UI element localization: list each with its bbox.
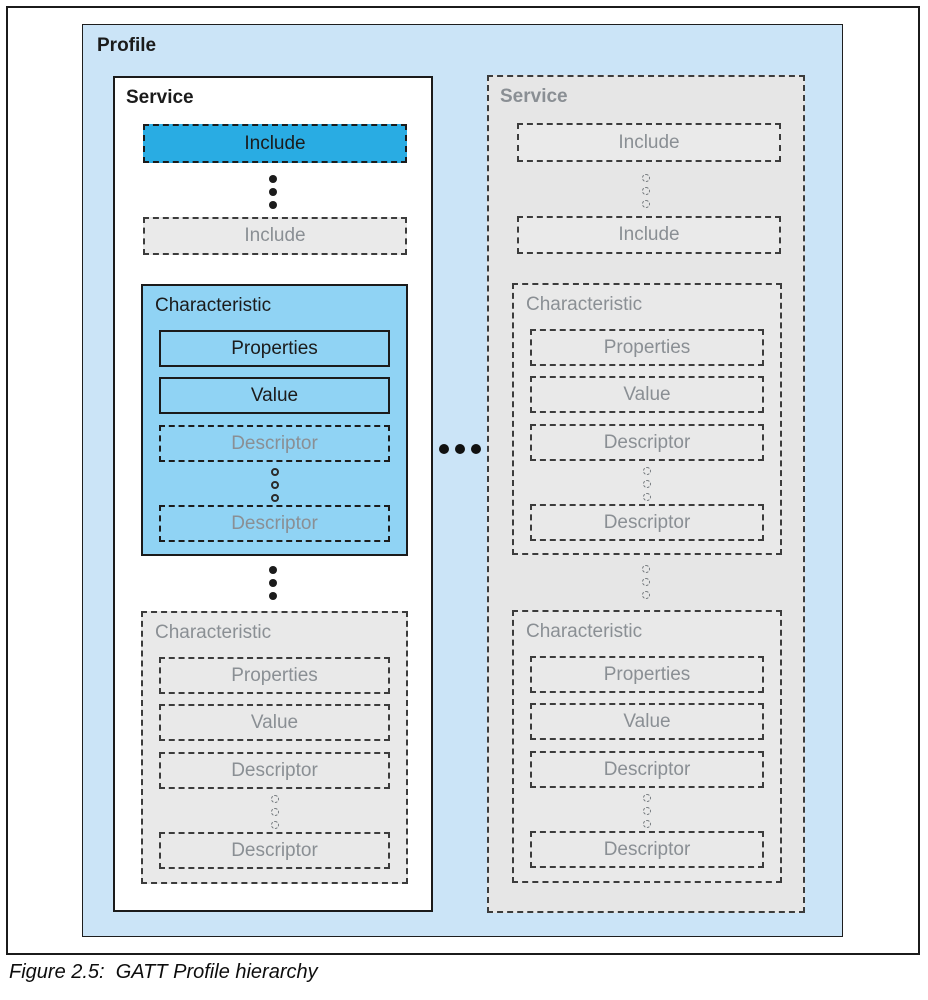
dot-icon — [269, 201, 277, 209]
circle-dot-icon — [643, 807, 651, 815]
include-box-inactive: Include — [517, 123, 781, 162]
circle-dot-icon — [643, 794, 651, 802]
value-box: Value — [159, 377, 390, 414]
characteristic-box-inactive: Characteristic Properties Value Descript… — [141, 611, 408, 884]
dot-icon — [269, 188, 277, 196]
circle-dot-icon — [643, 480, 651, 488]
circle-dot-icon — [642, 565, 650, 573]
dot-icon — [455, 444, 465, 454]
circle-dot-icon — [643, 493, 651, 501]
properties-box: Properties — [530, 656, 764, 693]
dot-icon — [269, 592, 277, 600]
circle-dot-icon — [643, 467, 651, 475]
ellipsis-horizontal-icon — [439, 444, 481, 454]
dot-icon — [471, 444, 481, 454]
profile-label: Profile — [97, 35, 157, 56]
descriptor-box: Descriptor — [530, 751, 764, 788]
ellipsis-vertical-icon — [115, 566, 431, 600]
circle-dot-icon — [642, 174, 650, 182]
circle-dot-icon — [642, 200, 650, 208]
circle-dot-icon — [270, 808, 279, 816]
circle-dot-icon — [642, 578, 650, 586]
properties-box: Properties — [530, 329, 764, 366]
circle-dot-icon — [643, 820, 651, 828]
dot-icon — [439, 444, 449, 454]
circle-dot-icon — [270, 494, 279, 502]
ellipsis-vertical-icon — [489, 565, 803, 599]
ellipsis-vertical-icon — [489, 174, 803, 208]
characteristic-label: Characteristic — [155, 622, 272, 643]
ellipsis-vertical-icon — [115, 175, 431, 209]
circle-dot-icon — [642, 187, 650, 195]
circle-dot-icon — [270, 821, 279, 829]
dot-icon — [269, 579, 277, 587]
characteristic-label: Characteristic — [526, 294, 643, 315]
service-box-primary: Service Include Include Characteristic P… — [113, 76, 433, 912]
characteristic-box-inactive: Characteristic Properties Value Descript… — [512, 610, 782, 883]
circle-dot-icon — [642, 591, 650, 599]
descriptor-box: Descriptor — [530, 831, 764, 868]
value-box: Value — [530, 376, 764, 413]
characteristic-label: Characteristic — [526, 621, 643, 642]
characteristic-box-active: Characteristic Properties Value Descript… — [141, 284, 408, 556]
service-label: Service — [126, 87, 194, 108]
characteristic-box-inactive: Characteristic Properties Value Descript… — [512, 283, 782, 555]
include-box-inactive: Include — [517, 216, 781, 254]
figure-caption: Figure 2.5: GATT Profile hierarchy — [9, 961, 318, 983]
service-label: Service — [500, 86, 568, 107]
descriptor-box: Descriptor — [530, 504, 764, 541]
descriptor-box: Descriptor — [159, 505, 390, 542]
characteristic-label: Characteristic — [155, 295, 272, 316]
ellipsis-vertical-icon — [143, 468, 406, 502]
properties-box: Properties — [159, 657, 390, 694]
include-box-inactive: Include — [143, 217, 407, 255]
circle-dot-icon — [270, 468, 279, 476]
value-box: Value — [530, 703, 764, 740]
value-box: Value — [159, 704, 390, 741]
descriptor-box: Descriptor — [530, 424, 764, 461]
ellipsis-vertical-icon — [514, 794, 780, 828]
descriptor-box: Descriptor — [159, 425, 390, 462]
service-box-secondary: Service Include Include Characteristic P… — [487, 75, 805, 913]
include-box-active: Include — [143, 124, 407, 163]
diagram-frame: Profile Service Include Include Characte… — [6, 6, 920, 955]
properties-box: Properties — [159, 330, 390, 367]
circle-dot-icon — [270, 481, 279, 489]
circle-dot-icon — [270, 795, 279, 803]
ellipsis-vertical-icon — [514, 467, 780, 501]
dot-icon — [269, 175, 277, 183]
dot-icon — [269, 566, 277, 574]
descriptor-box: Descriptor — [159, 752, 390, 789]
profile-box: Profile Service Include Include Characte… — [82, 24, 843, 937]
descriptor-box: Descriptor — [159, 832, 390, 869]
ellipsis-vertical-icon — [143, 795, 406, 829]
